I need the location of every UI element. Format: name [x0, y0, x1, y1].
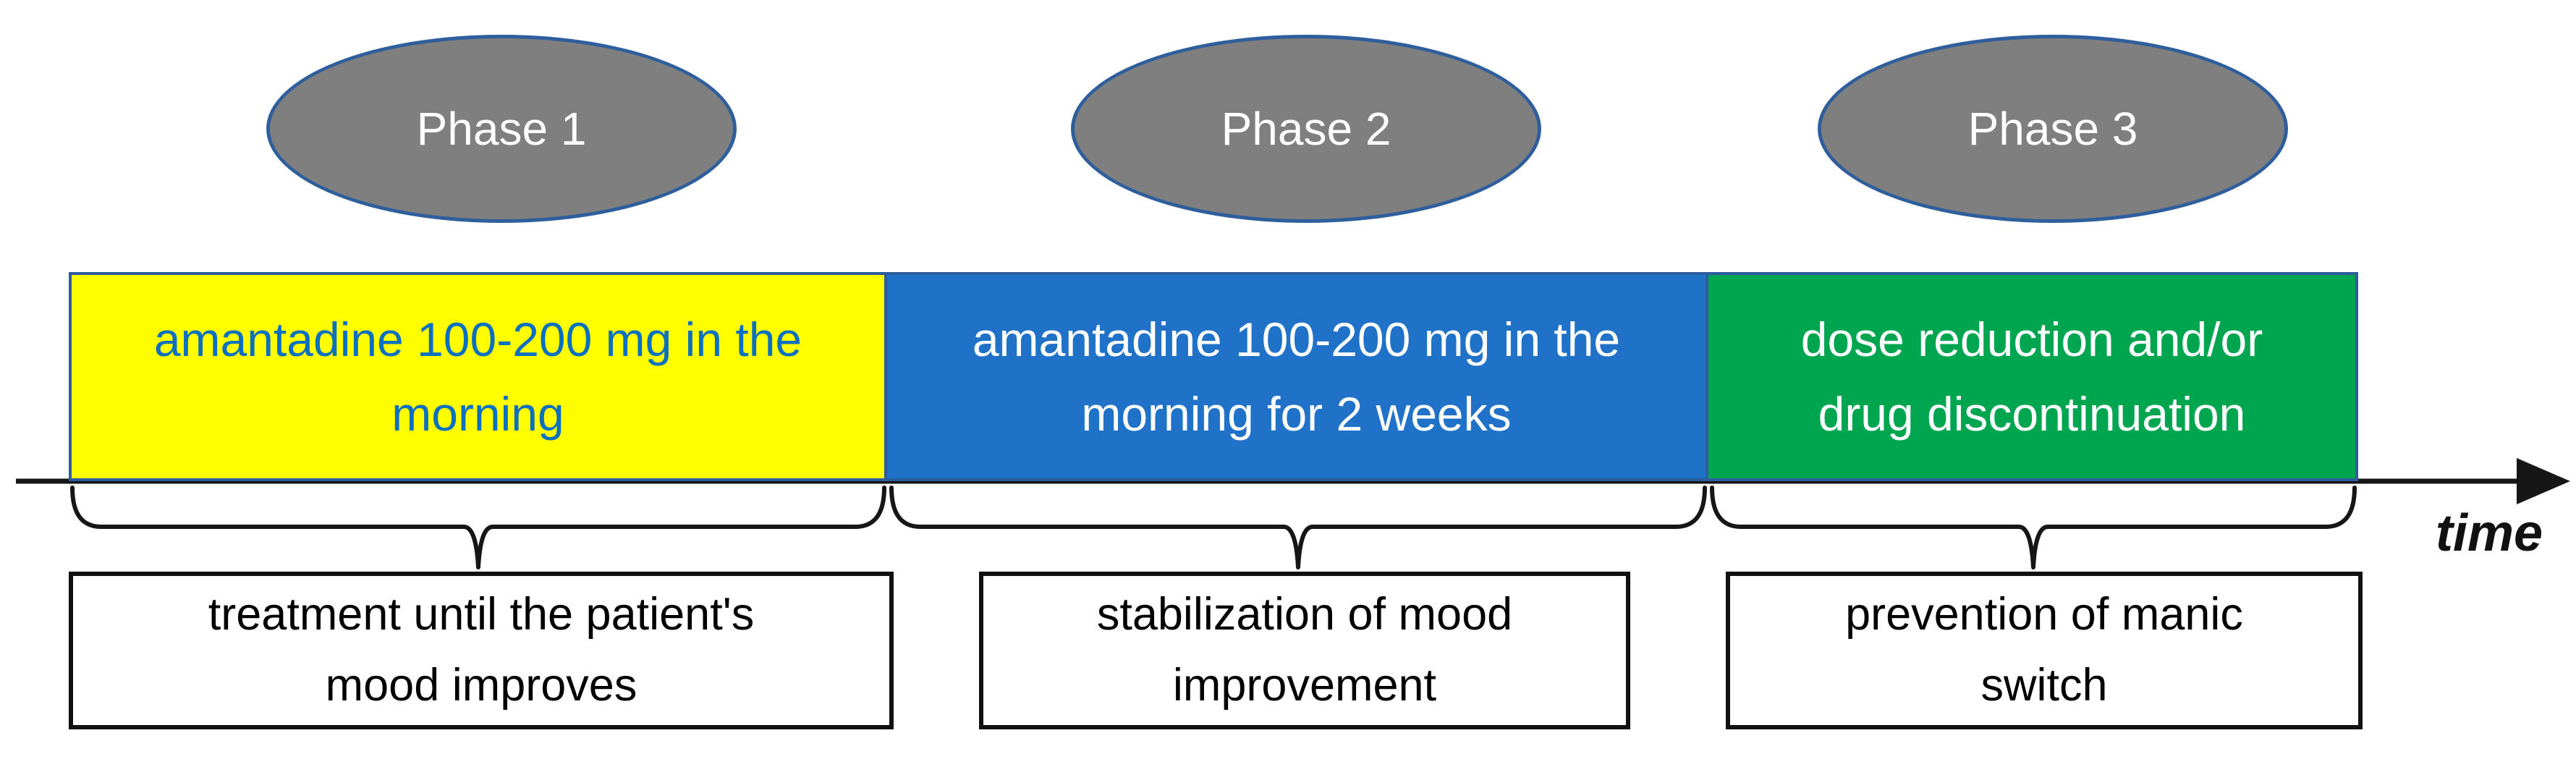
phase-2-label: Phase 2 — [1221, 103, 1391, 155]
phase-1-brace — [70, 486, 886, 569]
phase-1-description-box: treatment until the patient's mood impro… — [69, 572, 894, 729]
phase-2-bubble: Phase 2 — [1071, 35, 1541, 223]
phase-1-bubble: Phase 1 — [266, 35, 737, 223]
phase-1-label: Phase 1 — [416, 103, 587, 155]
phase-1-description: treatment until the patient's mood impro… — [208, 589, 755, 711]
phase-3-treatment-label: dose reduction and/or drug discontinuati… — [1800, 313, 2263, 441]
phase-2-description: stabilization of mood improvement — [1096, 589, 1513, 711]
phase-3-bubble: Phase 3 — [1818, 35, 2288, 223]
treatment-timeline-bar: amantadine 100-200 mg in the morning ama… — [69, 272, 2358, 481]
phase-3-brace — [1710, 486, 2357, 569]
phase-2-brace — [889, 486, 1707, 569]
phase-2-treatment-segment: amantadine 100-200 mg in the morning for… — [884, 272, 1708, 481]
time-axis-arrowhead — [2517, 458, 2570, 504]
time-axis-label: time — [2435, 504, 2543, 562]
phase-2-description-box: stabilization of mood improvement — [979, 572, 1630, 729]
phase-1-treatment-segment: amantadine 100-200 mg in the morning — [69, 272, 887, 481]
phase-3-description: prevention of manic switch — [1845, 589, 2243, 711]
phase-3-treatment-segment: dose reduction and/or drug discontinuati… — [1706, 272, 2358, 481]
phase-3-label: Phase 3 — [1967, 103, 2138, 155]
phase-3-description-box: prevention of manic switch — [1726, 572, 2363, 729]
phase-1-treatment-label: amantadine 100-200 mg in the morning — [153, 313, 802, 441]
phase-2-treatment-label: amantadine 100-200 mg in the morning for… — [972, 313, 1621, 441]
